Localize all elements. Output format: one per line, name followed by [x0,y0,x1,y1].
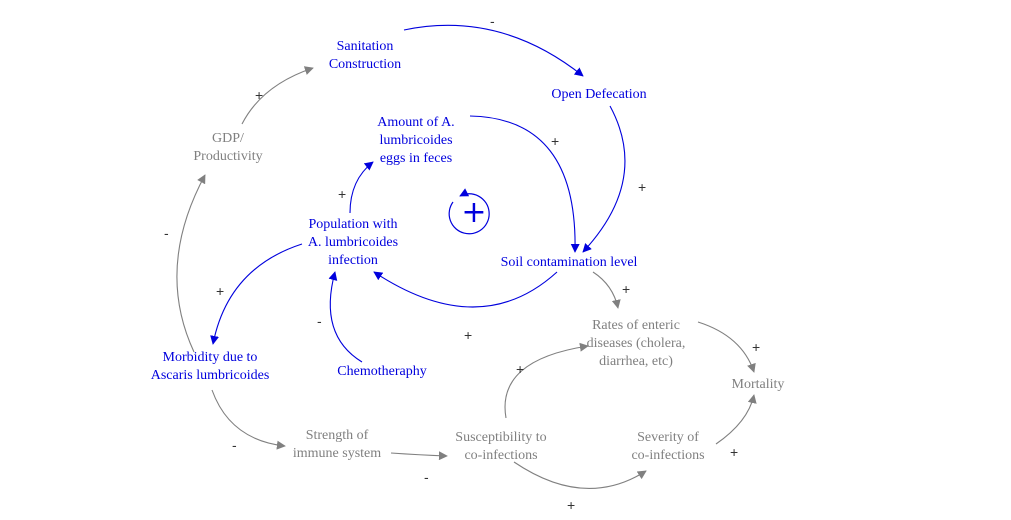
node-label-line: Ascaris lumbricoides [150,368,270,383]
node-rates-of-enteric-diseases: Rates of enteric diseases (cholera, diarrh… [575,317,697,371]
causal-link-morbidity-to-immune [211,389,286,450]
link-polarity-positive: + [338,186,347,202]
node-strength-of-immune-system: Strength of immune system [285,427,389,463]
link-polarity-negative: - [317,313,322,329]
link-polarity-negative: - [490,13,495,29]
node-susceptibility-to-co-infections: Susceptibility to co-infections [446,429,556,465]
node-label-line: immune system [292,446,382,461]
link-polarity-positive: + [752,339,761,355]
node-label-line: co-infections [631,448,705,463]
link-polarity-positive: + [216,283,225,299]
node-label-line: Susceptibility to [455,430,547,445]
node-population-with-infection: Population with A. lumbricoides infection [300,216,406,270]
causal-link-eggs-to-soil [469,115,580,253]
node-label-line: infection [328,253,378,268]
node-label-line: Chemotheraphy [337,364,427,379]
causal-link-population-to-morbidity [210,243,303,345]
causal-link-immune-to-susceptibility [390,451,448,461]
node-label-line: Productivity [193,149,263,164]
causal-link-gdp-to-sanitation [241,66,314,125]
node-label-line: Mortality [731,377,785,392]
node-label-line: Rates of enteric [592,318,680,333]
node-mortality: Mortality [726,376,790,394]
link-polarity-positive: + [464,327,473,343]
node-label-line: diarrhea, etc) [599,354,673,369]
node-severity-of-co-infections: Severity of co-infections [623,429,713,465]
node-label-line: Severity of [637,430,699,445]
node-label-line: lumbricoides [379,133,453,148]
node-label-line: Soil contamination level [500,255,638,270]
link-polarity-negative: - [232,437,237,453]
causal-link-chemo-to-population [328,271,363,363]
node-label-line: Amount of A. [377,115,455,130]
node-morbidity-due-to-ascaris: Morbidity due to Ascaris lumbricoides [140,349,280,385]
causal-link-open_defecation-to-soil [582,105,626,253]
node-label-line: co-infections [464,448,538,463]
link-polarity-positive: + [622,281,631,297]
node-label-line: Construction [328,57,402,72]
link-polarity-positive: + [567,497,576,513]
node-soil-contamination-level: Soil contamination level [489,254,649,272]
node-label-line: eggs in feces [379,151,453,166]
link-polarity-negative: - [164,225,169,241]
node-label-line: Open Defecation [551,87,647,102]
node-label-line: Strength of [305,428,369,443]
node-open-defecation: Open Defecation [541,86,657,104]
node-chemotheraphy: Chemotheraphy [330,363,434,381]
node-amount-of-eggs-in-feces: Amount of A. lumbricoides eggs in feces [370,114,462,168]
causal-link-susceptibility-to-enteric [504,342,589,419]
reinforcing-loop-marker: + [448,188,490,235]
link-polarity-positive: + [551,133,560,149]
node-label-line: Morbidity due to [162,350,258,365]
loop-polarity-label: + [461,195,486,230]
causal-link-severity-to-mortality [715,394,757,445]
node-label-line: Population with [308,217,398,232]
node-label-line: GDP/ [212,131,244,146]
node-gdp-productivity: GDP/Productivity [185,130,271,166]
link-polarity-positive: + [638,179,647,195]
loop-direction-arc [448,188,490,235]
causal-link-morbidity-to-gdp [176,174,206,353]
link-polarity-positive: + [516,361,525,377]
causal-link-sanitation-to-open_defecation [403,24,584,77]
links-group [176,24,757,490]
link-polarity-negative: - [424,469,429,485]
causal-link-enteric-to-mortality [697,321,756,373]
node-label-line: Sanitation [336,39,394,54]
link-polarity-positive: + [255,87,264,103]
link-polarity-positive: + [730,444,739,460]
node-label-line: A. lumbricoides [307,235,399,250]
causal-link-soil-to-population [373,271,558,308]
causal-link-population-to-eggs [349,161,374,214]
causal-link-soil-to-enteric [592,271,621,309]
causal-link-susceptibility-to-severity [513,461,647,490]
node-label-line: diseases (cholera, [586,336,686,351]
